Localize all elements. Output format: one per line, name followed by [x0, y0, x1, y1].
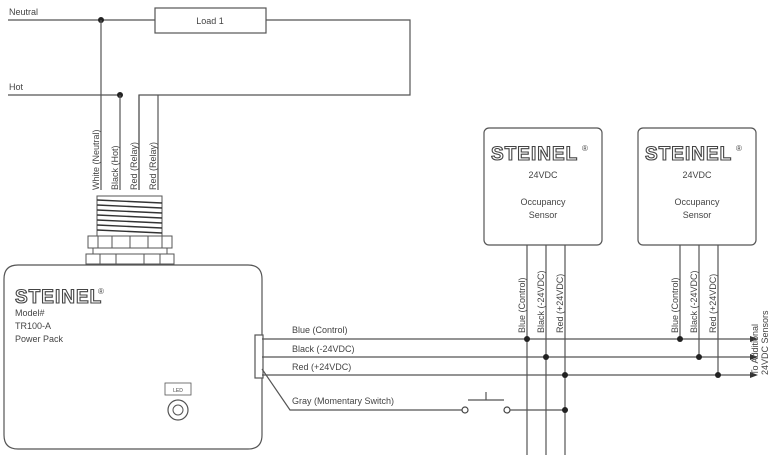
sensor-1-logo-reg: ®: [582, 144, 588, 153]
power-pack-model-line-3: Power Pack: [15, 334, 64, 344]
led-label: LED: [173, 388, 183, 394]
additional-note-line-1: To Additional: [750, 324, 760, 375]
junction-dot: [543, 354, 549, 360]
sensor-2-logo-reg: ®: [736, 144, 742, 153]
sensor-2-wire-label-3: Red (+24VDC): [708, 274, 718, 333]
sensor-2-box: [637, 127, 757, 246]
power-pack-logo: STEINEL: [15, 287, 102, 308]
power-wire-label-4: Red (Relay): [148, 142, 158, 190]
junction-dot: [562, 407, 568, 413]
sensor-1-box: [483, 127, 603, 246]
power-wire-label-1: White (Neutral): [91, 129, 101, 190]
sensor-1-wire-label-3: Red (+24VDC): [555, 274, 565, 333]
gray-switch-wire: [261, 368, 462, 411]
conduit-connector: [85, 195, 175, 265]
power-wire-label-3: Red (Relay): [129, 142, 139, 190]
output-wire-label-2: Black (-24VDC): [292, 344, 355, 354]
sensor-2-type-line-2: Sensor: [683, 210, 712, 220]
momentary-switch: [461, 392, 567, 414]
power-pack-wire-bushing: [254, 334, 264, 379]
sensor-2-wire-label-2: Black (-24VDC): [689, 270, 699, 333]
sensor-1-type-line-2: Sensor: [529, 210, 558, 220]
sensor-1-voltage: 24VDC: [528, 170, 558, 180]
junction-dot: [715, 372, 721, 378]
output-wire-label-1: Blue (Control): [292, 325, 348, 335]
junction-dot: [696, 354, 702, 360]
junction-dot: [562, 372, 568, 378]
arrow-icon: [750, 336, 758, 378]
power-pack-model-line-1: Model#: [15, 308, 45, 318]
sensor-1-wire-label-1: Blue (Control): [517, 277, 527, 333]
sensor-2-voltage: 24VDC: [682, 170, 712, 180]
sensor-1-type-line-1: Occupancy: [520, 197, 566, 207]
power-pack-logo-reg: ®: [98, 287, 104, 296]
neutral-label: Neutral: [9, 7, 38, 17]
sensor-1-wire-label-2: Black (-24VDC): [536, 270, 546, 333]
power-pack-box: [3, 264, 263, 450]
junction-dot: [524, 336, 530, 342]
hot-label: Hot: [9, 82, 24, 92]
sensor-2-wire-label-1: Blue (Control): [670, 277, 680, 333]
sensor-2-type-line-1: Occupancy: [674, 197, 720, 207]
load-label: Load 1: [196, 16, 224, 26]
sensor-2-logo: STEINEL: [645, 144, 732, 165]
power-wire-label-2: Black (Hot): [110, 145, 120, 190]
output-wire-label-3: Red (+24VDC): [292, 362, 351, 372]
led-indicator: LED: [164, 382, 192, 421]
junction-dot: [677, 336, 683, 342]
sensor-1-logo: STEINEL: [491, 144, 578, 165]
additional-note-line-2: 24VDC Sensors: [760, 310, 769, 375]
power-pack-model-line-2: TR100-A: [15, 321, 51, 331]
load-return-wire: [138, 19, 411, 190]
output-wire-label-4: Gray (Momentary Switch): [292, 396, 394, 406]
